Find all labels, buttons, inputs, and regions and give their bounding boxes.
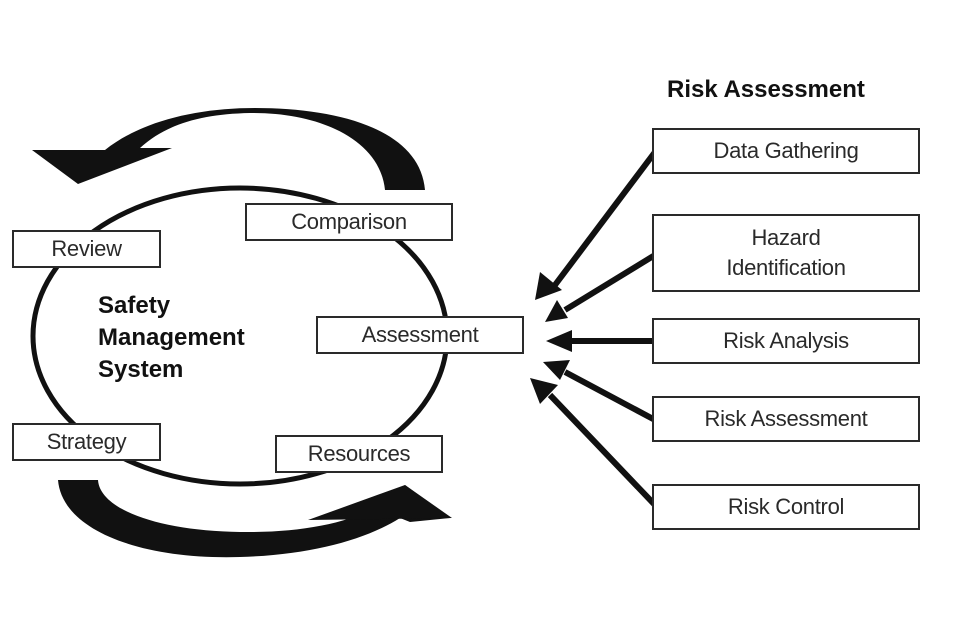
arrow-risk-assessment: [563, 369, 657, 423]
risk-item-label: Hazard: [751, 225, 821, 250]
bottom-cycle-arrow: [58, 480, 450, 558]
risk-item-hazard-identification: Hazard Identification: [652, 214, 920, 292]
risk-item-label: Risk Analysis: [723, 328, 849, 353]
title-line: Safety: [98, 292, 171, 319]
top-cycle-arrow: [32, 108, 425, 190]
risk-item-label: Risk Control: [727, 494, 845, 519]
arrowhead-data-gathering: [535, 272, 562, 300]
bottom-cycle-arrowhead: [308, 485, 452, 520]
safety-management-system-title: Safety Management System: [98, 290, 245, 386]
arrow-data-gathering: [552, 150, 658, 287]
risk-assessment-title: Risk Assessment: [667, 76, 865, 103]
risk-item-data-gathering: Data Gathering: [652, 128, 920, 174]
arrowhead-risk-analysis: [546, 330, 572, 352]
step-label: Strategy: [46, 429, 127, 454]
arrowhead-risk-assessment: [543, 360, 570, 380]
step-resources: Resources: [275, 435, 443, 473]
arrowhead-risk-control: [530, 378, 558, 404]
step-assessment: Assessment: [316, 316, 524, 354]
risk-item-risk-assessment: Risk Assessment: [652, 396, 920, 442]
title-line: System: [98, 356, 184, 383]
step-comparison: Comparison: [245, 203, 453, 241]
title-line: Management: [98, 324, 245, 351]
arrowhead-hazard-identification: [545, 300, 568, 322]
arrow-hazard-identification: [563, 252, 657, 313]
risk-item-label: Risk Assessment: [704, 406, 868, 431]
step-label: Resources: [307, 441, 411, 466]
step-label: Assessment: [361, 322, 479, 347]
risk-arrows: [530, 150, 658, 508]
risk-item-risk-control: Risk Control: [652, 484, 920, 530]
step-label: Review: [51, 236, 122, 261]
step-strategy: Strategy: [12, 423, 161, 461]
risk-item-risk-analysis: Risk Analysis: [652, 318, 920, 364]
arrow-risk-control: [547, 392, 658, 508]
step-review: Review: [12, 230, 161, 268]
risk-item-label: Identification: [726, 255, 846, 280]
risk-item-label: Data Gathering: [713, 138, 859, 163]
step-label: Comparison: [291, 209, 407, 234]
